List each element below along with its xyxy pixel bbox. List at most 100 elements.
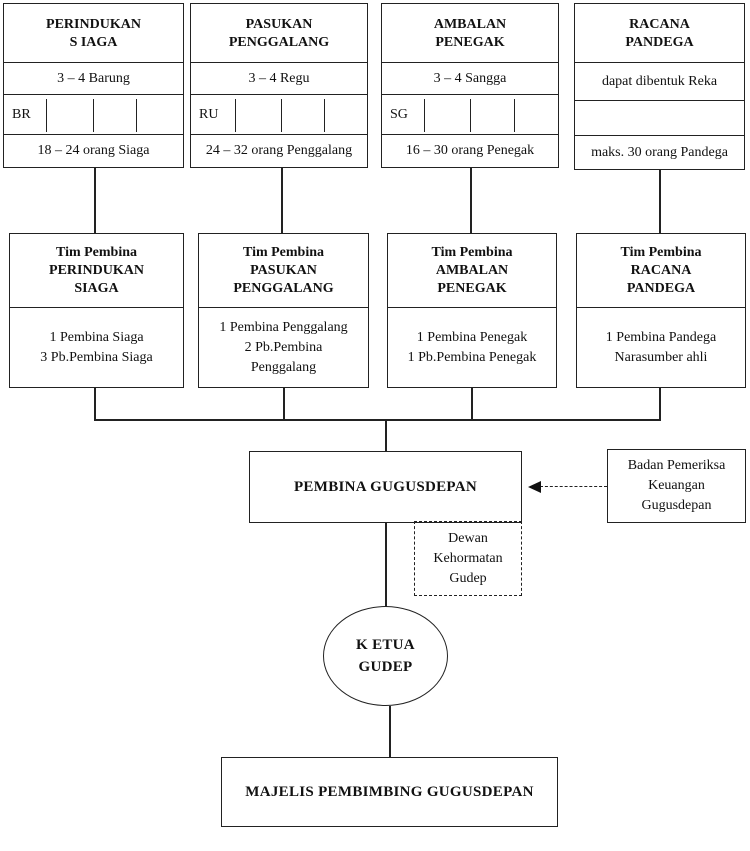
- team-title: Tim Pembina PASUKAN PENGGALANG: [199, 240, 368, 302]
- code-divider: [514, 99, 515, 132]
- unit-title: RACANA PANDEGA: [575, 14, 744, 54]
- team-title-line2: PANDEGA: [626, 281, 696, 296]
- team-title: Tim Pembina RACANA PANDEGA: [577, 240, 745, 302]
- unit-title-line2: PENEGAK: [435, 35, 505, 50]
- team-members: 1 Pembina Siaga 3 Pb.Pembina Siaga: [10, 307, 183, 387]
- unit-members: maks. 30 orang Pandega: [575, 135, 744, 169]
- dashed-connector: [540, 486, 607, 487]
- team-title-label: Tim Pembina: [55, 245, 138, 260]
- unit-box-ambalan-penegak: AMBALAN PENEGAK 3 – 4 Sangga SG 16 – 30 …: [381, 3, 559, 168]
- team-member-line: 1 Pembina Penegak: [416, 329, 528, 345]
- team-member-line: 3 Pb.Pembina Siaga: [40, 349, 153, 365]
- unit-code-row: SG: [382, 94, 558, 134]
- team-member-line: 1 Pembina Siaga: [49, 329, 144, 345]
- team-title-line1: PERINDUKAN: [49, 263, 144, 278]
- unit-count-line: 3 – 4 Regu: [191, 62, 367, 94]
- badan-pemeriksa-line: Gugusdepan: [641, 498, 712, 513]
- unit-box-pasukan-penggalang: PASUKAN PENGGALANG 3 – 4 Regu RU 24 – 32…: [190, 3, 368, 168]
- connector-line: [385, 419, 387, 451]
- team-members: 1 Pembina Penegak 1 Pb.Pembina Penegak: [388, 307, 556, 387]
- team-title-line1: RACANA: [630, 263, 692, 278]
- code-divider: [324, 99, 325, 132]
- ketua-line: K ETUA: [356, 637, 415, 653]
- team-title: Tim Pembina AMBALAN PENEGAK: [388, 240, 556, 302]
- dewan-kehormatan-line: Kehormatan: [433, 550, 503, 566]
- unit-title-line2: S IAGA: [69, 35, 118, 50]
- team-member-line: 2 Pb.Pembina: [244, 339, 323, 355]
- unit-title: PASUKAN PENGGALANG: [191, 14, 367, 54]
- code-divider: [136, 99, 137, 132]
- connector-line: [389, 706, 391, 758]
- team-members: 1 Pembina Pandega Narasumber ahli: [577, 307, 745, 387]
- team-title: Tim Pembina PERINDUKAN SIAGA: [10, 240, 183, 302]
- team-title-line2: PENGGALANG: [233, 281, 334, 296]
- unit-title-line2: PANDEGA: [625, 35, 694, 50]
- pembina-team-penggalang: Tim Pembina PASUKAN PENGGALANG 1 Pembina…: [198, 233, 369, 388]
- connector-line: [283, 388, 285, 420]
- unit-count-line: 3 – 4 Barung: [4, 62, 183, 94]
- team-member-line: 1 Pembina Penggalang: [219, 319, 348, 335]
- unit-box-racana-pandega: RACANA PANDEGA dapat dibentuk Reka maks.…: [574, 3, 745, 170]
- unit-members: 16 – 30 orang Penegak: [382, 134, 558, 167]
- badan-pemeriksa-box: Badan Pemeriksa Keuangan Gugusdepan: [607, 449, 746, 523]
- ketua-line: GUDEP: [358, 659, 413, 675]
- pembina-team-penegak: Tim Pembina AMBALAN PENEGAK 1 Pembina Pe…: [387, 233, 557, 388]
- code-divider: [93, 99, 94, 132]
- team-title-line2: SIAGA: [74, 281, 119, 296]
- pembina-team-pandega: Tim Pembina RACANA PANDEGA 1 Pembina Pan…: [576, 233, 746, 388]
- team-title-label: Tim Pembina: [431, 245, 513, 260]
- team-member-line: 1 Pb.Pembina Penegak: [407, 349, 537, 365]
- unit-count-line: dapat dibentuk Reka: [575, 62, 744, 100]
- connector-bus: [94, 419, 661, 421]
- code-divider: [46, 99, 47, 132]
- team-title-label: Tim Pembina: [620, 245, 702, 260]
- unit-code-row: RU: [191, 94, 367, 134]
- unit-title-line1: RACANA: [629, 17, 690, 32]
- unit-title-line1: AMBALAN: [433, 17, 507, 32]
- code-divider: [281, 99, 282, 132]
- connector-line: [659, 170, 661, 233]
- badan-pemeriksa-line: Badan Pemeriksa: [627, 458, 726, 473]
- connector-line: [659, 388, 661, 420]
- team-title-line1: PASUKAN: [250, 263, 317, 278]
- team-title-line2: PENEGAK: [437, 281, 507, 296]
- unit-code-row: [575, 100, 744, 135]
- majelis-pembimbing-box: MAJELIS PEMBIMBING GUGUSDEPAN: [221, 757, 558, 827]
- pembina-gugusdepan-box: PEMBINA GUGUSDEPAN: [249, 451, 522, 523]
- unit-count-line: 3 – 4 Sangga: [382, 62, 558, 94]
- connector-line: [385, 523, 387, 607]
- unit-title-line2: PENGGALANG: [228, 35, 330, 50]
- unit-members: 24 – 32 orang Penggalang: [191, 134, 367, 167]
- unit-box-perindukan-siaga: PERINDUKAN S IAGA 3 – 4 Barung BR 18 – 2…: [3, 3, 184, 168]
- connector-line: [94, 388, 96, 420]
- dewan-kehormatan-line: Gudep: [449, 570, 487, 586]
- team-member-line: Penggalang: [250, 359, 317, 375]
- code-divider: [424, 99, 425, 132]
- badan-pemeriksa-line: Keuangan: [648, 478, 705, 493]
- ketua-gudep-circle: K ETUA GUDEP: [323, 606, 448, 706]
- code-divider: [470, 99, 471, 132]
- unit-title-line1: PASUKAN: [245, 17, 313, 32]
- code-divider: [235, 99, 236, 132]
- unit-code-row: BR: [4, 94, 183, 134]
- unit-title-line1: PERINDUKAN: [46, 17, 141, 32]
- unit-title: PERINDUKAN S IAGA: [4, 14, 183, 54]
- connector-line: [281, 168, 283, 233]
- connector-line: [471, 388, 473, 420]
- team-member-line: 1 Pembina Pandega: [605, 329, 717, 345]
- pembina-team-siaga: Tim Pembina PERINDUKAN SIAGA 1 Pembina S…: [9, 233, 184, 388]
- team-members: 1 Pembina Penggalang 2 Pb.Pembina Pengga…: [199, 307, 368, 387]
- unit-members: 18 – 24 orang Siaga: [4, 134, 183, 167]
- team-title-line1: AMBALAN: [435, 263, 509, 278]
- team-member-line: Narasumber ahli: [614, 349, 708, 365]
- unit-code: SG: [390, 106, 408, 122]
- dewan-kehormatan-box: Dewan Kehormatan Gudep: [414, 521, 522, 596]
- team-title-label: Tim Pembina: [242, 245, 325, 260]
- arrow-left-icon: [528, 481, 541, 493]
- unit-title: AMBALAN PENEGAK: [382, 14, 558, 54]
- connector-line: [470, 168, 472, 233]
- connector-line: [94, 168, 96, 233]
- unit-code: RU: [199, 106, 219, 122]
- unit-code: BR: [12, 106, 31, 122]
- dewan-kehormatan-line: Dewan: [448, 530, 488, 546]
